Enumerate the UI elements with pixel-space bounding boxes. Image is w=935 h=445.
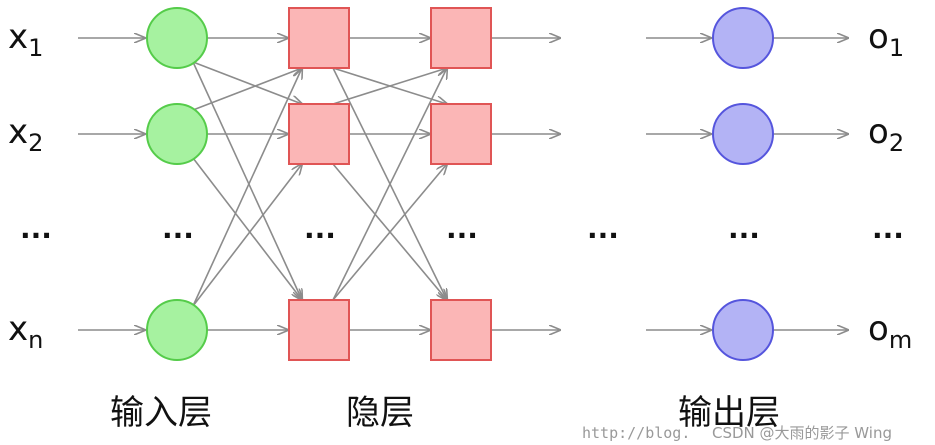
hidden-node-layer2 bbox=[430, 7, 492, 69]
connection-arrows bbox=[78, 38, 848, 330]
output-subscript: 1 bbox=[889, 34, 904, 62]
svg-text:om: om bbox=[868, 309, 912, 354]
svg-text:xn: xn bbox=[8, 309, 43, 354]
edge-input-hidden1 bbox=[192, 68, 302, 307]
input-label-x2: x2 bbox=[8, 112, 43, 157]
hidden-node-layer2 bbox=[430, 103, 492, 165]
hidden-node-layer1 bbox=[288, 103, 350, 165]
hidden-node-layer1 bbox=[288, 7, 350, 69]
ellipsis-output-layer: ... bbox=[728, 212, 760, 245]
output-subscript: 2 bbox=[889, 129, 904, 157]
edge-hidden1-hidden2 bbox=[332, 68, 447, 105]
edge-input-hidden1 bbox=[192, 61, 302, 300]
output-label-om: om bbox=[868, 309, 912, 354]
output-label-o2: o2 bbox=[868, 112, 904, 157]
edge-input-hidden1 bbox=[192, 164, 302, 307]
ellipsis-inputs: ... bbox=[20, 212, 52, 245]
input-subscript: n bbox=[28, 326, 43, 354]
ellipsis-outputs: ... bbox=[872, 212, 904, 245]
edge-input-hidden1 bbox=[192, 68, 302, 111]
ellipsis-input-layer: ... bbox=[162, 212, 194, 245]
network-nodes bbox=[146, 7, 774, 361]
input-subscript: 1 bbox=[28, 34, 43, 62]
output-var: o bbox=[868, 309, 889, 349]
hidden-node-layer2 bbox=[430, 299, 492, 361]
input-node bbox=[146, 299, 208, 361]
input-label-xn: xn bbox=[8, 309, 43, 354]
output-node bbox=[712, 7, 774, 69]
output-label-o1: o1 bbox=[868, 17, 904, 62]
edge-input-hidden1 bbox=[192, 157, 302, 300]
hidden-layer-label: 隐层 bbox=[346, 393, 414, 433]
svg-text:o1: o1 bbox=[868, 17, 904, 62]
output-node bbox=[712, 103, 774, 165]
ellipsis-hidden-layer-1: ... bbox=[304, 212, 336, 245]
edge-hidden1-hidden2 bbox=[332, 68, 447, 301]
input-layer-label: 输入层 bbox=[110, 393, 212, 433]
ellipsis-hidden-layer-2: ... bbox=[446, 212, 478, 245]
input-node bbox=[146, 7, 208, 69]
watermark-text: CSDN @大雨的影子 Wing bbox=[712, 424, 892, 442]
svg-text:x2: x2 bbox=[8, 112, 43, 157]
input-var: x bbox=[8, 309, 28, 349]
output-layer-label: 输出层 bbox=[678, 393, 780, 433]
watermark-url: http://blog. bbox=[582, 424, 690, 442]
edge-hidden1-hidden2 bbox=[332, 164, 447, 301]
input-var: x bbox=[8, 112, 28, 152]
ellipsis-between-layers: ... bbox=[587, 212, 619, 245]
hidden-node-layer1 bbox=[288, 299, 350, 361]
input-label-x1: x1 bbox=[8, 17, 43, 62]
output-var: o bbox=[868, 112, 889, 152]
output-var: o bbox=[868, 17, 889, 57]
output-subscript: m bbox=[889, 326, 912, 354]
edge-input-hidden1 bbox=[192, 61, 302, 104]
svg-text:o2: o2 bbox=[868, 112, 904, 157]
svg-text:x1: x1 bbox=[8, 17, 43, 62]
input-node bbox=[146, 103, 208, 165]
input-var: x bbox=[8, 17, 28, 57]
output-node bbox=[712, 299, 774, 361]
input-subscript: 2 bbox=[28, 129, 43, 157]
